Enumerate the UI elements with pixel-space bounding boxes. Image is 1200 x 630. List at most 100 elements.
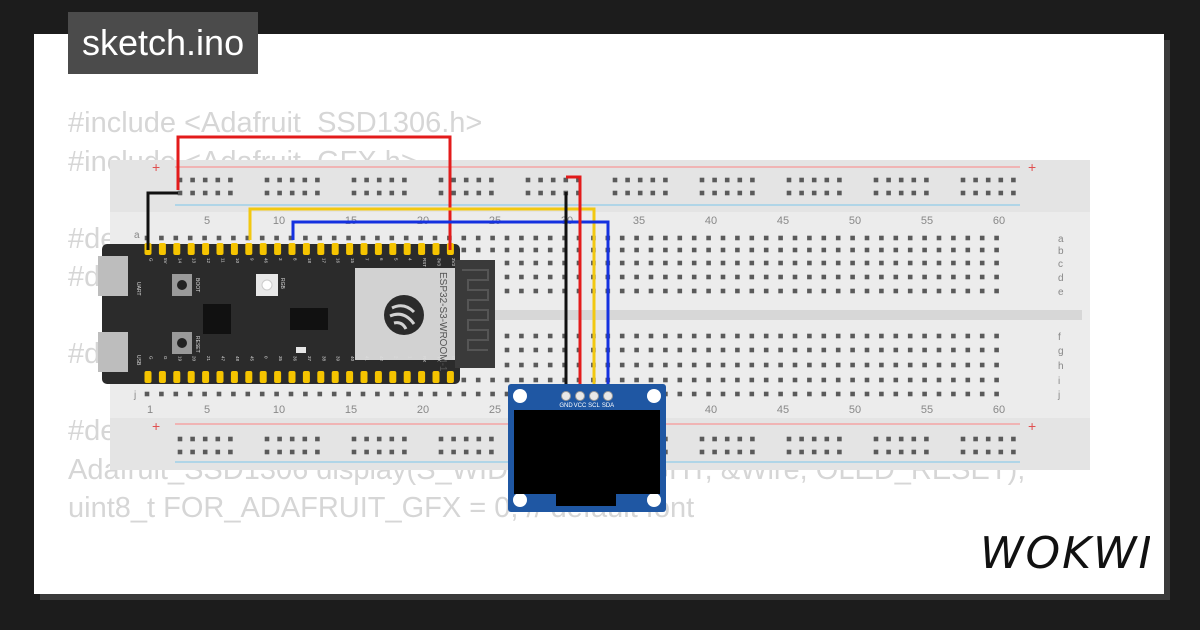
- breadboard-hole[interactable]: [663, 235, 668, 241]
- rail-hole[interactable]: [924, 436, 929, 442]
- rail-hole[interactable]: [799, 449, 804, 455]
- rail-hole[interactable]: [799, 436, 804, 442]
- breadboard-hole[interactable]: [763, 362, 769, 368]
- breadboard-hole[interactable]: [648, 377, 654, 383]
- rail-hole[interactable]: [1011, 177, 1016, 183]
- rail-hole[interactable]: [463, 449, 469, 455]
- rail-hole[interactable]: [376, 449, 382, 455]
- breadboard-hole[interactable]: [735, 333, 740, 339]
- breadboard-hole[interactable]: [792, 274, 798, 280]
- breadboard-hole[interactable]: [763, 333, 769, 339]
- rail-hole[interactable]: [998, 436, 1004, 442]
- breadboard-hole[interactable]: [850, 377, 855, 383]
- breadboard-hole[interactable]: [907, 260, 913, 266]
- breadboard-hole[interactable]: [792, 347, 798, 353]
- breadboard-hole[interactable]: [936, 347, 942, 353]
- breadboard-hole[interactable]: [936, 235, 942, 241]
- breadboard-hole[interactable]: [792, 235, 798, 241]
- breadboard-hole[interactable]: [389, 235, 395, 241]
- breadboard-hole[interactable]: [907, 333, 913, 339]
- rail-hole[interactable]: [190, 449, 195, 455]
- breadboard-hole[interactable]: [677, 347, 683, 353]
- breadboard-hole[interactable]: [792, 377, 798, 383]
- esp32-pin[interactable]: [446, 371, 454, 383]
- rail-hole[interactable]: [402, 177, 407, 183]
- breadboard-hole[interactable]: [965, 247, 971, 253]
- rail-hole[interactable]: [351, 177, 357, 183]
- breadboard-hole[interactable]: [778, 247, 783, 253]
- rail-hole[interactable]: [973, 190, 978, 196]
- breadboard-hole[interactable]: [619, 377, 625, 383]
- breadboard-hole[interactable]: [792, 333, 798, 339]
- breadboard-hole[interactable]: [792, 260, 798, 266]
- breadboard-hole[interactable]: [994, 333, 999, 339]
- rail-hole[interactable]: [960, 449, 966, 455]
- breadboard-hole[interactable]: [951, 333, 956, 339]
- breadboard-hole[interactable]: [691, 235, 697, 241]
- esp32-pin[interactable]: [403, 243, 411, 255]
- breadboard-hole[interactable]: [519, 260, 524, 266]
- breadboard-hole[interactable]: [850, 235, 855, 241]
- rail-hole[interactable]: [489, 436, 494, 442]
- rail-hole[interactable]: [911, 436, 917, 442]
- breadboard-hole[interactable]: [519, 274, 524, 280]
- rail-hole[interactable]: [873, 190, 879, 196]
- breadboard-hole[interactable]: [619, 333, 625, 339]
- rail-hole[interactable]: [202, 449, 208, 455]
- rail-hole[interactable]: [786, 436, 792, 442]
- breadboard-hole[interactable]: [778, 235, 783, 241]
- rail-hole[interactable]: [463, 177, 469, 183]
- esp32-pin[interactable]: [216, 371, 224, 383]
- breadboard-hole[interactable]: [994, 288, 999, 294]
- rail-hole[interactable]: [215, 436, 221, 442]
- breadboard-hole[interactable]: [346, 235, 351, 241]
- esp32-pin[interactable]: [317, 371, 325, 383]
- breadboard-hole[interactable]: [936, 274, 942, 280]
- breadboard-hole[interactable]: [965, 333, 971, 339]
- breadboard-hole[interactable]: [763, 347, 769, 353]
- breadboard-hole[interactable]: [864, 274, 870, 280]
- rail-hole[interactable]: [576, 190, 581, 196]
- breadboard-hole[interactable]: [893, 235, 899, 241]
- rail-hole[interactable]: [799, 190, 804, 196]
- rail-hole[interactable]: [177, 449, 183, 455]
- breadboard-hole[interactable]: [821, 247, 827, 253]
- breadboard-hole[interactable]: [893, 362, 899, 368]
- breadboard-hole[interactable]: [979, 260, 985, 266]
- rail-hole[interactable]: [289, 190, 295, 196]
- breadboard-hole[interactable]: [259, 235, 265, 241]
- rail-hole[interactable]: [190, 436, 195, 442]
- esp32-pin[interactable]: [374, 371, 382, 383]
- rail-hole[interactable]: [712, 436, 717, 442]
- rail-hole[interactable]: [650, 177, 656, 183]
- breadboard-hole[interactable]: [691, 362, 697, 368]
- wire-yellow-scl[interactable]: [248, 207, 596, 336]
- esp32-pin[interactable]: [158, 371, 166, 383]
- esp32-pin[interactable]: [346, 243, 354, 255]
- breadboard-hole[interactable]: [533, 333, 539, 339]
- rail-hole[interactable]: [737, 449, 743, 455]
- rail-hole[interactable]: [712, 177, 717, 183]
- rail-hole[interactable]: [302, 190, 308, 196]
- esp32-pin[interactable]: [173, 371, 181, 383]
- breadboard-hole[interactable]: [648, 247, 654, 253]
- rail-hole[interactable]: [612, 177, 618, 183]
- breadboard-hole[interactable]: [979, 377, 985, 383]
- usb-port-uart[interactable]: [98, 256, 128, 296]
- rail-hole[interactable]: [463, 436, 469, 442]
- breadboard-hole[interactable]: [979, 333, 985, 339]
- rail-hole[interactable]: [228, 177, 233, 183]
- rail-hole[interactable]: [663, 190, 668, 196]
- breadboard-hole[interactable]: [720, 288, 726, 294]
- breadboard-hole[interactable]: [951, 362, 956, 368]
- rail-hole[interactable]: [886, 190, 891, 196]
- breadboard-hole[interactable]: [274, 235, 279, 241]
- breadboard-hole[interactable]: [533, 377, 539, 383]
- rail-hole[interactable]: [451, 449, 456, 455]
- rail-hole[interactable]: [351, 436, 357, 442]
- esp32-pin[interactable]: [245, 243, 253, 255]
- breadboard-hole[interactable]: [519, 333, 524, 339]
- breadboard-hole[interactable]: [951, 391, 956, 397]
- rail-hole[interactable]: [750, 177, 755, 183]
- breadboard-hole[interactable]: [648, 333, 654, 339]
